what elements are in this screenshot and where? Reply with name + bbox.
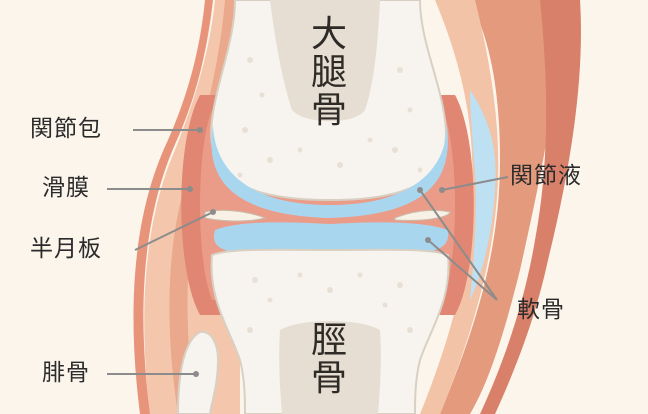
femur-marrow: [270, 0, 380, 122]
label-meniscus: 半月板: [30, 236, 102, 262]
tibia-char-1: 脛: [310, 320, 347, 361]
leader-dots: [187, 127, 445, 377]
meniscus-left: [204, 209, 267, 222]
fat-pad-right: [470, 90, 496, 300]
leader-synovial-fluid: [441, 176, 509, 191]
label-joint-capsule: 関節包: [30, 116, 102, 142]
femur-char-1: 大: [310, 14, 347, 55]
femur-char-2: 腿: [310, 52, 347, 93]
leader-lines: [107, 129, 509, 375]
label-synovium: 滑膜: [42, 175, 90, 201]
label-synovial-fluid: 関節液: [510, 163, 582, 189]
leader-meniscus: [134, 211, 214, 251]
leader-cartilage-lower: [427, 239, 498, 301]
femur-char-3: 骨: [310, 90, 347, 131]
tibia-char-2: 骨: [310, 358, 347, 399]
leader-cartilage-upper: [419, 189, 498, 301]
tibia-marrow: [279, 321, 381, 414]
muscle-right: [440, 0, 560, 414]
label-tibia: 脛 骨: [305, 322, 353, 398]
capsule-right: [420, 0, 499, 414]
bone-texture: [237, 57, 423, 333]
muscle-right-strip: [480, 0, 581, 414]
label-femur: 大 腿 骨: [305, 16, 353, 130]
label-fibula: 腓骨: [42, 360, 90, 386]
capsule-skin-left: [133, 0, 213, 414]
label-cartilage: 軟骨: [517, 297, 565, 323]
